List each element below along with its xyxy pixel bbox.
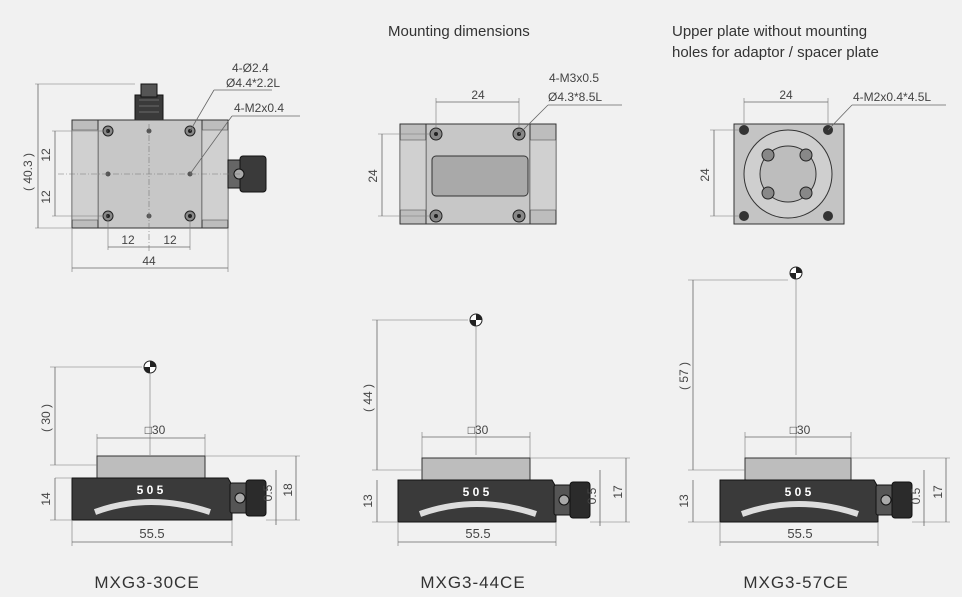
dim-30-center: ( 30 ) (39, 404, 53, 432)
dim-17: 17 (611, 485, 625, 499)
callout-thread-44: 4-M3x0.5 (549, 71, 599, 85)
dim-0-5: 0.5 (261, 484, 275, 501)
side-view-44ce: ( 44 ) □30 5 0 5 13 17 0.5 55.5 MXG3-44C… (361, 313, 630, 592)
upper-plate-header-line1: Upper plate without mounting (672, 23, 867, 40)
dim-55-5: 55.5 (787, 526, 812, 541)
dim-12-v1: 12 (39, 148, 53, 162)
dim-55-5: 55.5 (465, 526, 490, 541)
top-view-30ce: ( 40.3 ) 12 12 12 12 44 4-Ø2.4 Ø4.4*2.2L… (21, 61, 300, 272)
dim-18: 18 (281, 483, 295, 497)
dim-14: 14 (39, 492, 53, 506)
dim-24-h: 24 (366, 169, 380, 183)
top-view-44ce: 24 24 4-M3x0.5 Ø4.3*8.5L (366, 71, 622, 225)
scale-text: 5 0 5 (137, 483, 164, 497)
model-label-30ce: MXG3-30CE (94, 573, 199, 592)
dim-square-57: □30 (790, 423, 811, 437)
dim-square-30: □30 (145, 423, 166, 437)
callout-cbore-44: Ø4.3*8.5L (548, 90, 602, 104)
dim-12-v2: 12 (39, 190, 53, 204)
dim-0-5: 0.5 (909, 487, 923, 504)
side-view-57ce: ( 57 ) □30 5 0 5 13 17 0.5 55.5 MXG3-57C… (677, 266, 950, 592)
dim-44-center: ( 44 ) (361, 384, 375, 412)
dim-12-h1: 12 (121, 233, 135, 247)
model-label-44ce: MXG3-44CE (420, 573, 525, 592)
dim-13: 13 (361, 494, 375, 508)
dim-44: 44 (142, 254, 156, 268)
upper-plate-header-line2: holes for adaptor / spacer plate (672, 44, 879, 61)
dim-13: 13 (677, 494, 691, 508)
dim-12-h2: 12 (163, 233, 177, 247)
dim-17: 17 (931, 485, 945, 499)
scale-text: 5 0 5 (785, 485, 812, 499)
dim-24-w-57: 24 (779, 88, 793, 102)
side-view-30ce: ( 30 ) □30 5 0 5 14 18 0.5 55.5 MXG3-30C… (39, 360, 300, 592)
callout-thread: 4-M2x0.4 (234, 101, 284, 115)
dim-24-w: 24 (471, 88, 485, 102)
dim-55-5: 55.5 (139, 526, 164, 541)
top-view-57ce: 24 24 4-M2x0.4*4.5L (698, 88, 946, 225)
dim-0-5: 0.5 (585, 487, 599, 504)
dim-57-center: ( 57 ) (677, 362, 691, 390)
dim-40-3: ( 40.3 ) (21, 153, 35, 191)
callout-hole-dia: 4-Ø2.4 (232, 61, 269, 75)
mounting-dimensions-header: Mounting dimensions (388, 23, 530, 40)
micrometer-knob-top (134, 94, 164, 121)
callout-cbore: Ø4.4*2.2L (226, 76, 280, 90)
callout-thread-57: 4-M2x0.4*4.5L (853, 90, 931, 104)
scale-text: 5 0 5 (463, 485, 490, 499)
dim-24-h-57: 24 (698, 168, 712, 182)
dim-square-44: □30 (468, 423, 489, 437)
model-label-57ce: MXG3-57CE (743, 573, 848, 592)
